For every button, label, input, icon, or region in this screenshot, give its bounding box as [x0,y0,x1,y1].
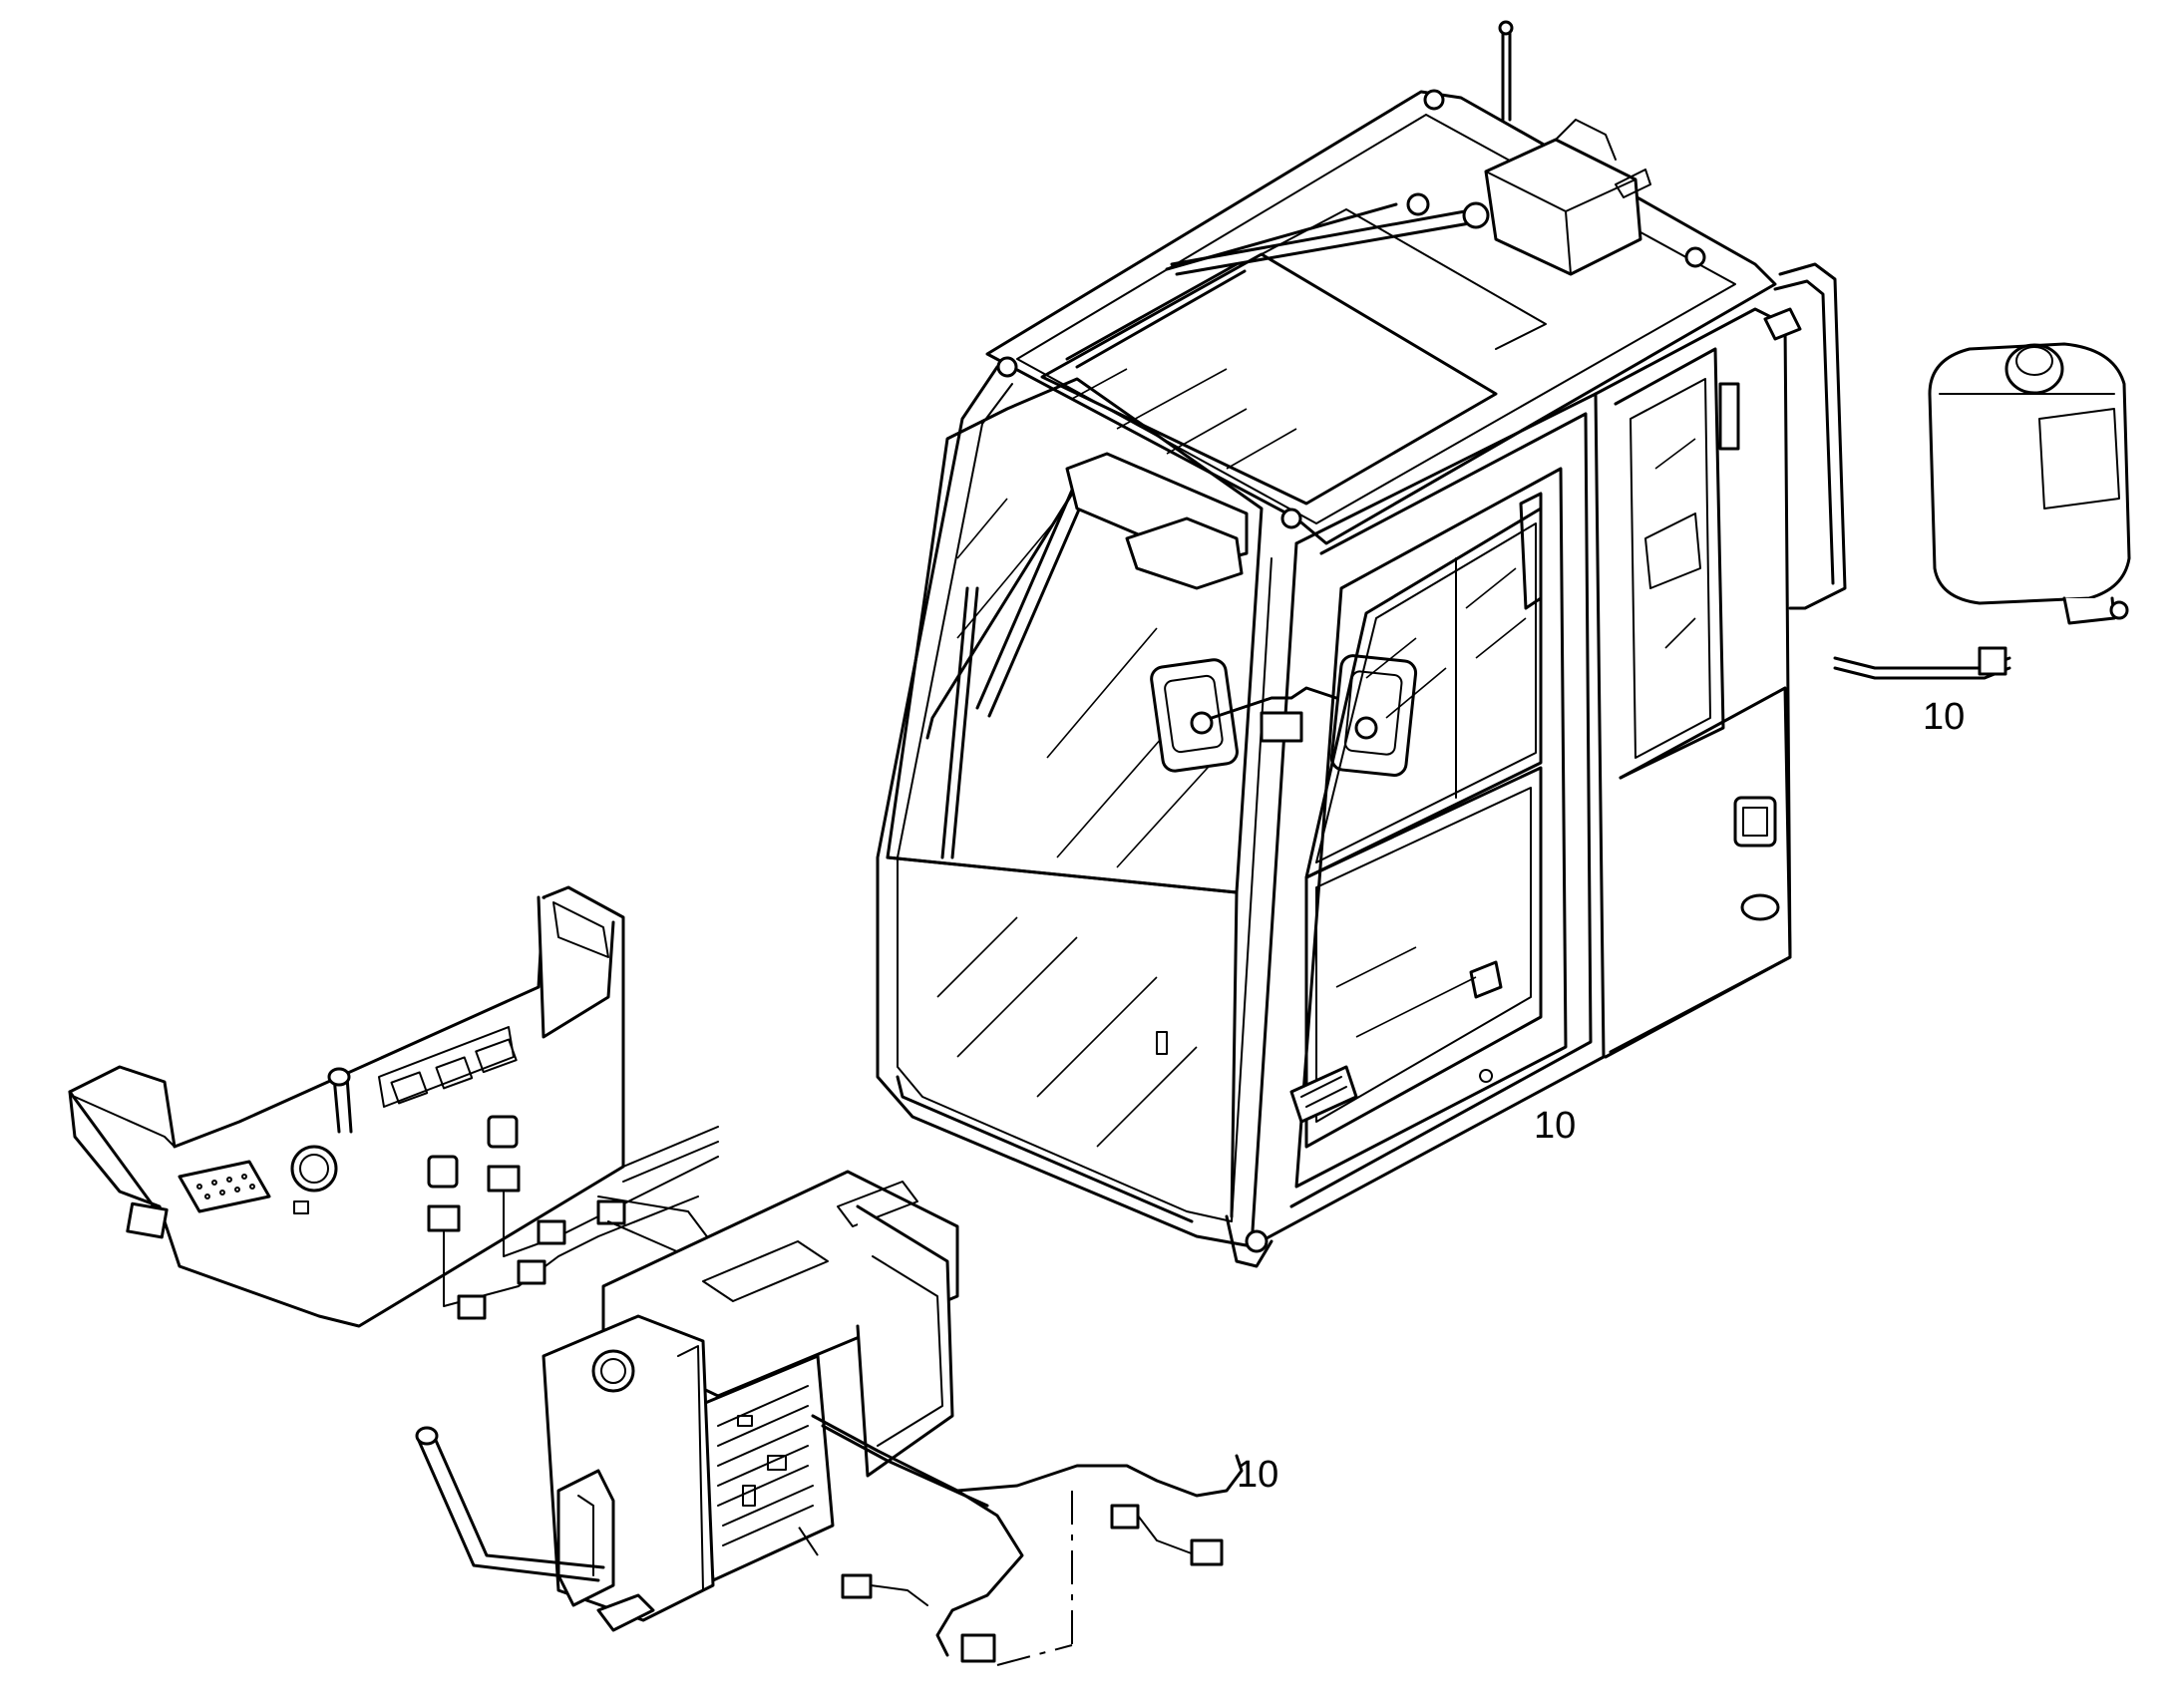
harness-connector [1190,1538,1224,1566]
harness-connector [1110,1504,1140,1530]
callout-console-harness: 10 [1237,1454,1279,1496]
lifting-eye [1280,508,1302,529]
work-light-right [1329,654,1418,777]
cab-rear-light [1740,893,1780,921]
control-lever [417,1434,605,1582]
light-connector [1260,711,1303,743]
door-latch [1469,960,1503,999]
washer-tank [1928,342,2131,625]
operator-cab [876,20,1847,1268]
wiring-harness [797,1414,1244,1666]
harness-connector [841,1573,873,1599]
side-switch [1718,382,1740,451]
cab-rear-badge [1733,796,1777,848]
callout-cab: 10 [1534,1105,1577,1147]
upper-wiper [1065,192,1490,369]
wiper-motor [1125,516,1244,590]
lifting-eye [1684,246,1706,268]
work-light-left [1150,658,1239,773]
harness-connector [960,1633,996,1663]
antenna [1498,20,1514,122]
console-connectors [427,1115,719,1320]
handrail [1778,262,1847,610]
cab-door [1289,467,1568,1189]
front-wiper [925,452,1249,859]
door-lock [1289,1065,1358,1124]
washer-hose-connector [1978,646,2007,676]
roof-ac-unit [1484,119,1642,276]
left-console [68,885,625,1328]
right-console-controller [415,1170,959,1632]
lifting-eye [1423,89,1445,111]
console-joystick [332,1075,353,1134]
door-handle-upper [1519,492,1543,610]
lifting-eye [996,356,1018,378]
callout-washer-tank: 10 [1923,696,1966,738]
